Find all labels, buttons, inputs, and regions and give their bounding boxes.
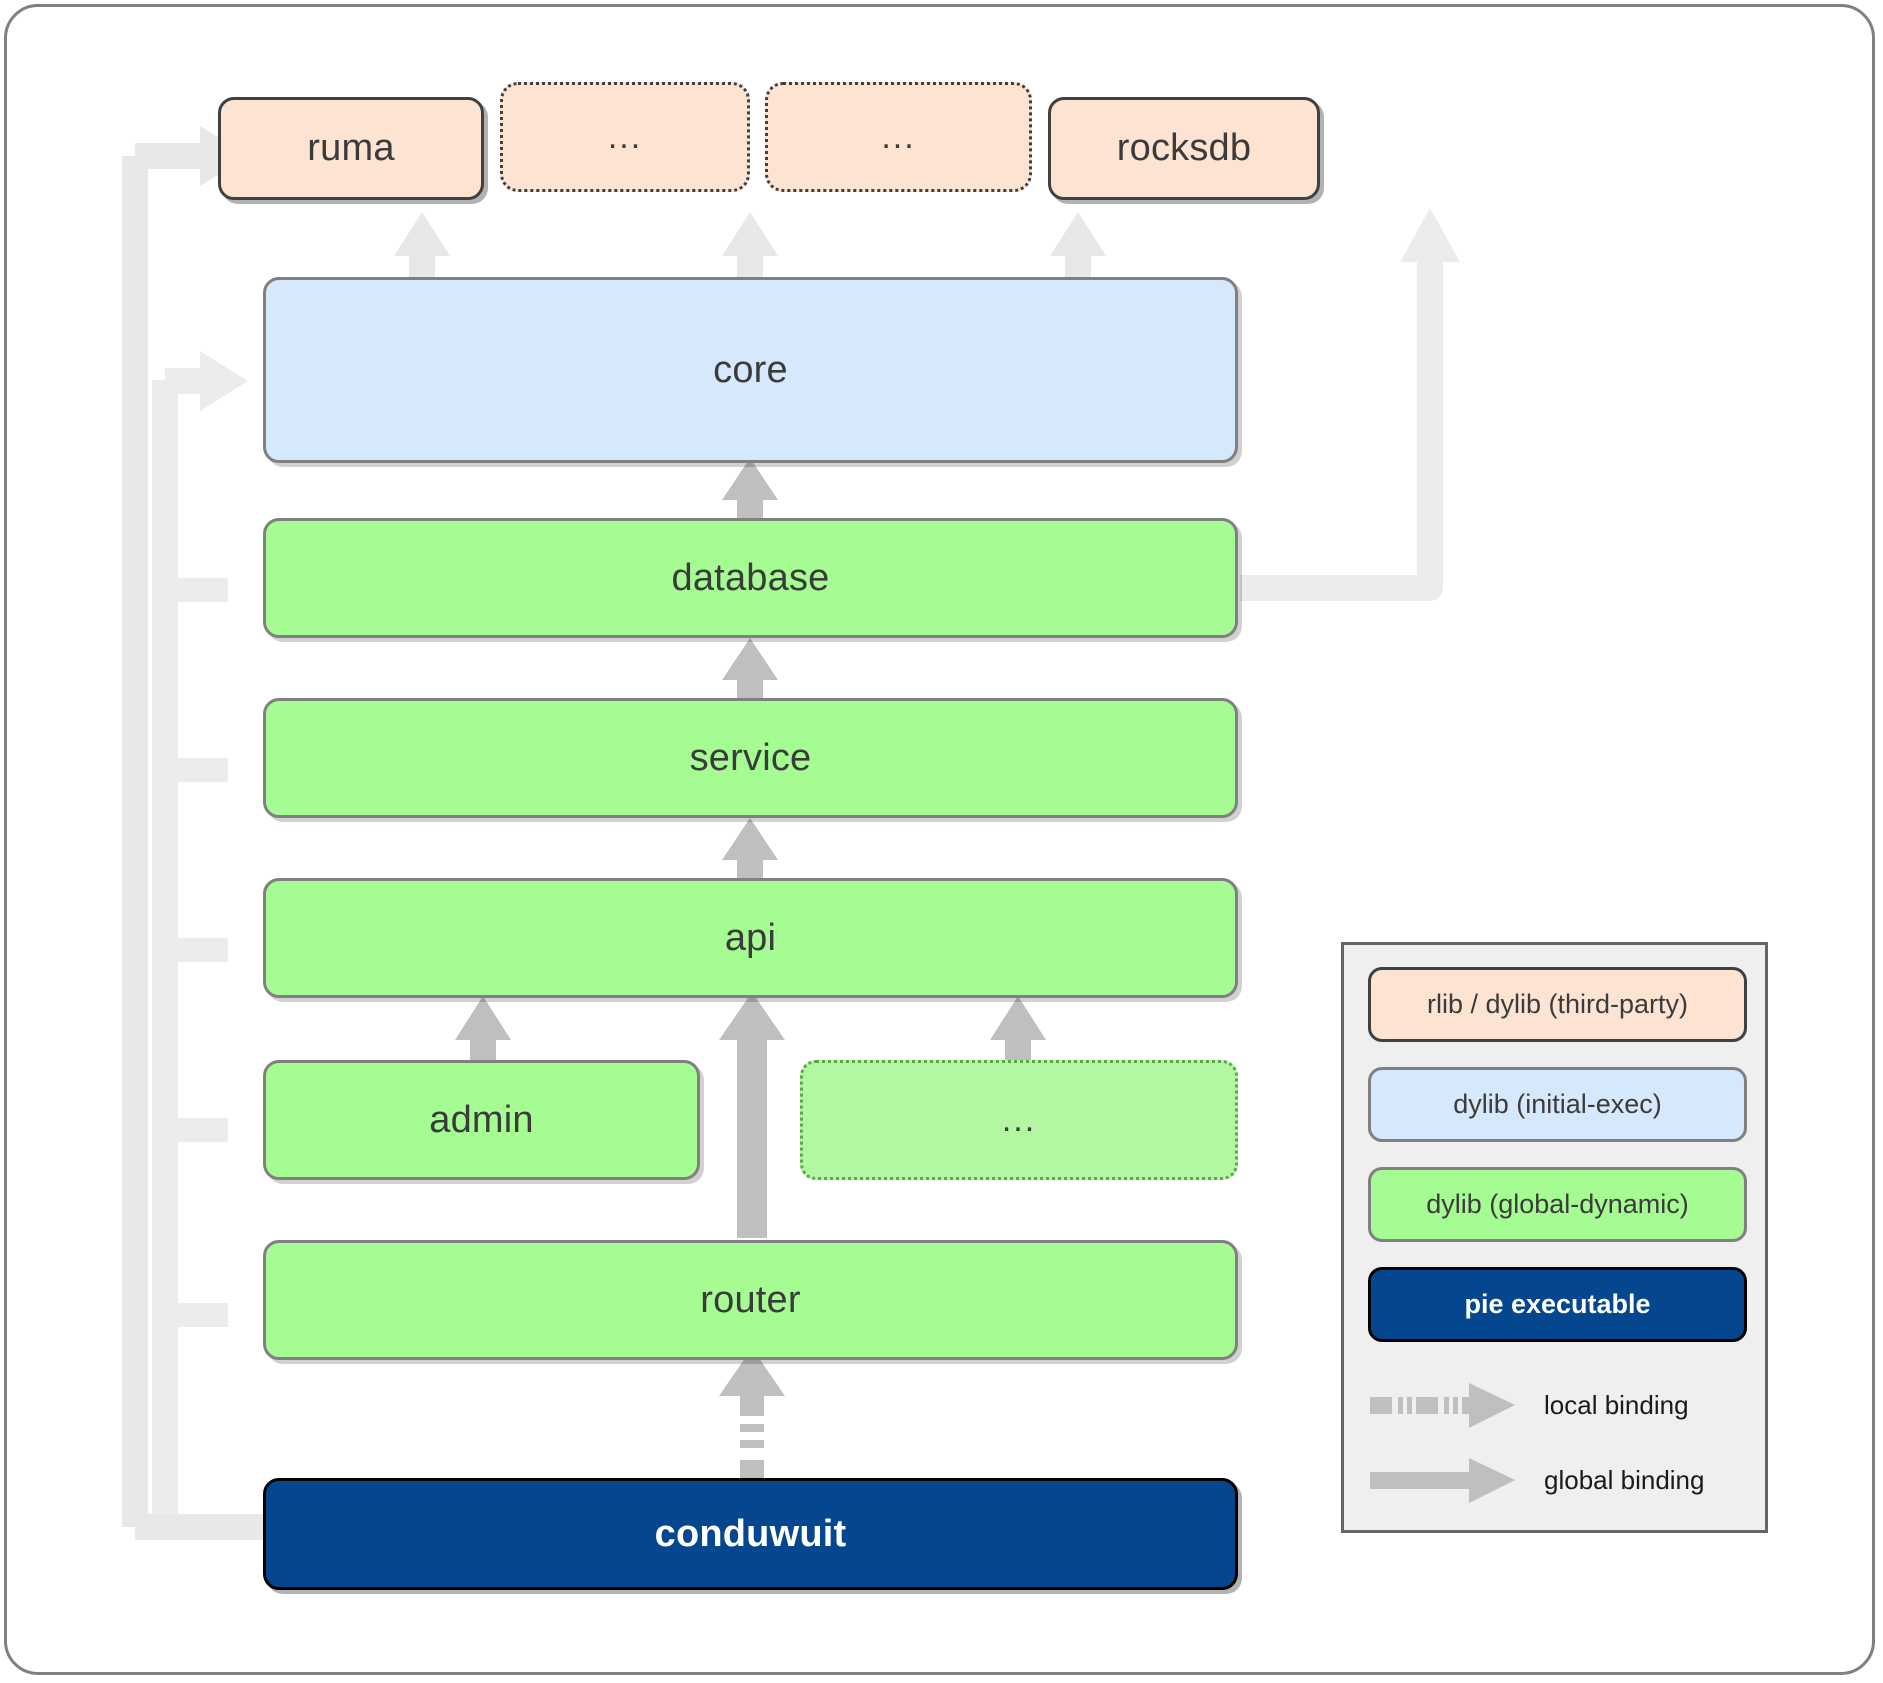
node-router[interactable]: router [263,1240,1238,1360]
node-ruma[interactable]: ruma [218,97,484,200]
legend-label: pie executable [1464,1289,1651,1319]
node-database[interactable]: database [263,518,1238,638]
node-label: router [700,1278,801,1321]
legend-swatch-pie-executable: pie executable [1368,1267,1747,1342]
legend-arrow-label: global binding [1544,1464,1705,1495]
node-conduwuit[interactable]: conduwuit [263,1478,1238,1590]
legend-label: rlib / dylib (third-party) [1426,989,1689,1019]
legend-arrow-label: local binding [1544,1389,1689,1420]
dashed-arrow-icon [1370,1383,1515,1428]
legend-panel: rlib / dylib (third-party) dylib (initia… [1341,942,1768,1533]
node-label: ruma [307,127,395,169]
node-admin[interactable]: admin [263,1060,700,1180]
node-top-gap-1[interactable]: ... [500,82,750,192]
node-label: database [671,556,830,599]
node-label: rocksdb [1116,127,1252,169]
solid-arrow-icon [1370,1458,1515,1503]
node-label: ... [1001,1100,1037,1139]
node-label: ... [881,117,916,156]
node-core[interactable]: core [263,277,1238,463]
node-service[interactable]: service [263,698,1238,818]
legend-label: dylib (initial-exec) [1453,1089,1662,1119]
node-label: admin [429,1098,534,1141]
legend-row-local-binding: local binding [1368,1375,1747,1435]
node-label: core [713,348,788,391]
node-label: conduwuit [654,1512,847,1555]
legend-row-global-binding: global binding [1368,1450,1747,1510]
node-label: api [724,916,777,959]
node-top-gap-2[interactable]: ... [765,82,1032,192]
node-label: service [689,736,812,779]
legend-swatch-initial-exec: dylib (initial-exec) [1368,1067,1747,1142]
legend-label: dylib (global-dynamic) [1426,1189,1689,1219]
node-api-sibling[interactable]: ... [800,1060,1238,1180]
node-rocksdb[interactable]: rocksdb [1048,97,1320,200]
legend-swatch-global-dynamic: dylib (global-dynamic) [1368,1167,1747,1242]
legend-swatch-third-party: rlib / dylib (third-party) [1368,967,1747,1042]
node-label: ... [607,117,643,156]
node-api[interactable]: api [263,878,1238,998]
